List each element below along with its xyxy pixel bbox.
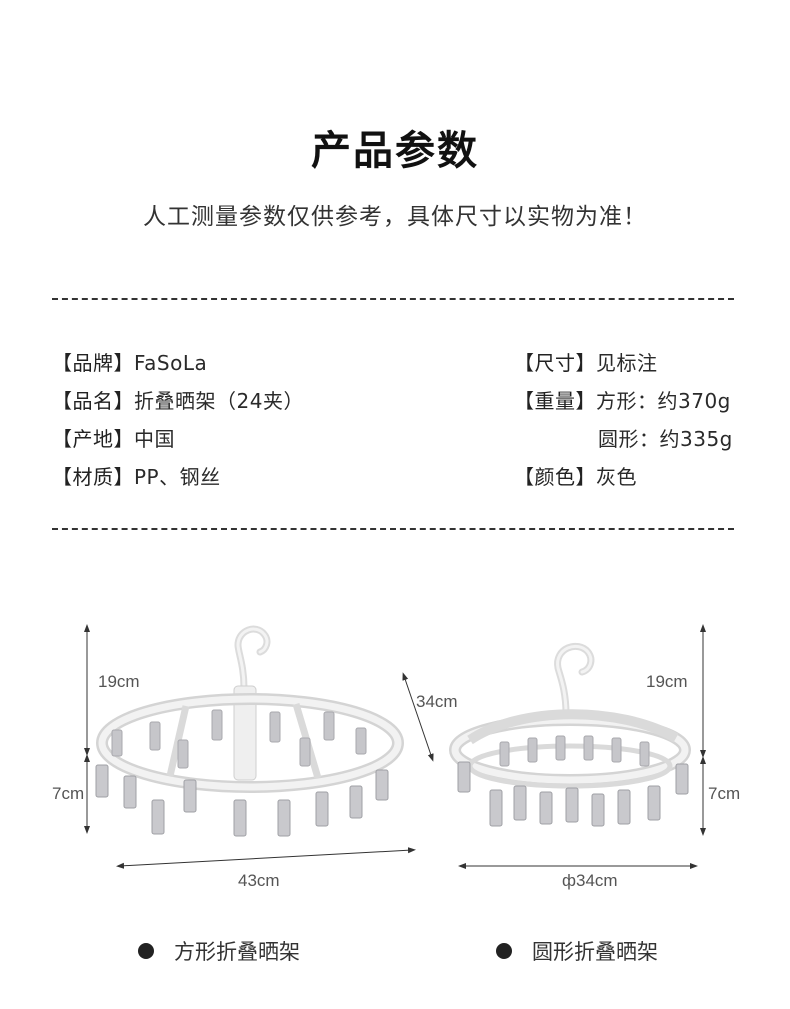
spec-name: 【品名】折叠晒架（24夹） xyxy=(52,385,304,414)
spec-origin: 【产地】中国 xyxy=(52,423,175,452)
square-clip-height-label: 7cm xyxy=(52,784,85,803)
round-diameter-label: ф34cm xyxy=(562,871,618,890)
spec-brand-value: FaSoLa xyxy=(134,351,208,375)
page-subtitle: 人工测量参数仅供参考，具体尺寸以实物为准！ xyxy=(143,204,647,230)
spec-size-label: 【尺寸】 xyxy=(514,351,596,375)
spec-material-label: 【材质】 xyxy=(52,465,134,489)
round-hook-height-label: 19cm xyxy=(646,672,688,691)
spec-weight-square: 方形：约370g xyxy=(596,389,731,413)
spec-name-value: 折叠晒架（24夹） xyxy=(134,389,304,413)
spec-brand: 【品牌】FaSoLa xyxy=(52,347,207,376)
spec-brand-label: 【品牌】 xyxy=(52,351,134,375)
spec-size: 【尺寸】见标注 xyxy=(514,347,658,376)
spec-origin-value: 中国 xyxy=(134,427,175,451)
caption-square: 方形折叠晒架 xyxy=(138,936,300,966)
spec-name-label: 【品名】 xyxy=(52,389,134,413)
bullet-icon xyxy=(138,943,154,959)
caption-square-text: 方形折叠晒架 xyxy=(174,940,300,964)
spec-color: 【颜色】灰色 xyxy=(514,461,637,490)
spec-color-label: 【颜色】 xyxy=(514,465,596,489)
spec-material: 【材质】PP、钢丝 xyxy=(52,461,221,490)
round-hanger-image xyxy=(449,624,706,869)
spec-weight-round: 圆形：约335g xyxy=(598,427,733,451)
bullet-icon xyxy=(496,943,512,959)
page-title: 产品参数 xyxy=(311,128,479,174)
spec-weight: 【重量】方形：约370g xyxy=(514,385,731,414)
square-hanger-image xyxy=(84,624,434,869)
divider-bottom xyxy=(52,528,734,530)
caption-round: 圆形折叠晒架 xyxy=(496,936,658,966)
spec-size-value: 见标注 xyxy=(596,351,658,375)
spec-weight-label: 【重量】 xyxy=(514,389,596,413)
square-depth-label: 34cm xyxy=(416,692,458,711)
spec-color-value: 灰色 xyxy=(596,465,637,489)
product-illustration xyxy=(84,624,706,869)
spec-material-value: PP、钢丝 xyxy=(134,465,221,489)
spec-origin-label: 【产地】 xyxy=(52,427,134,451)
square-hook-height-label: 19cm xyxy=(98,672,140,691)
divider-top xyxy=(52,298,734,300)
square-width-label: 43cm xyxy=(238,871,280,890)
caption-round-text: 圆形折叠晒架 xyxy=(532,940,658,964)
round-clip-height-label: 7cm xyxy=(708,784,741,803)
